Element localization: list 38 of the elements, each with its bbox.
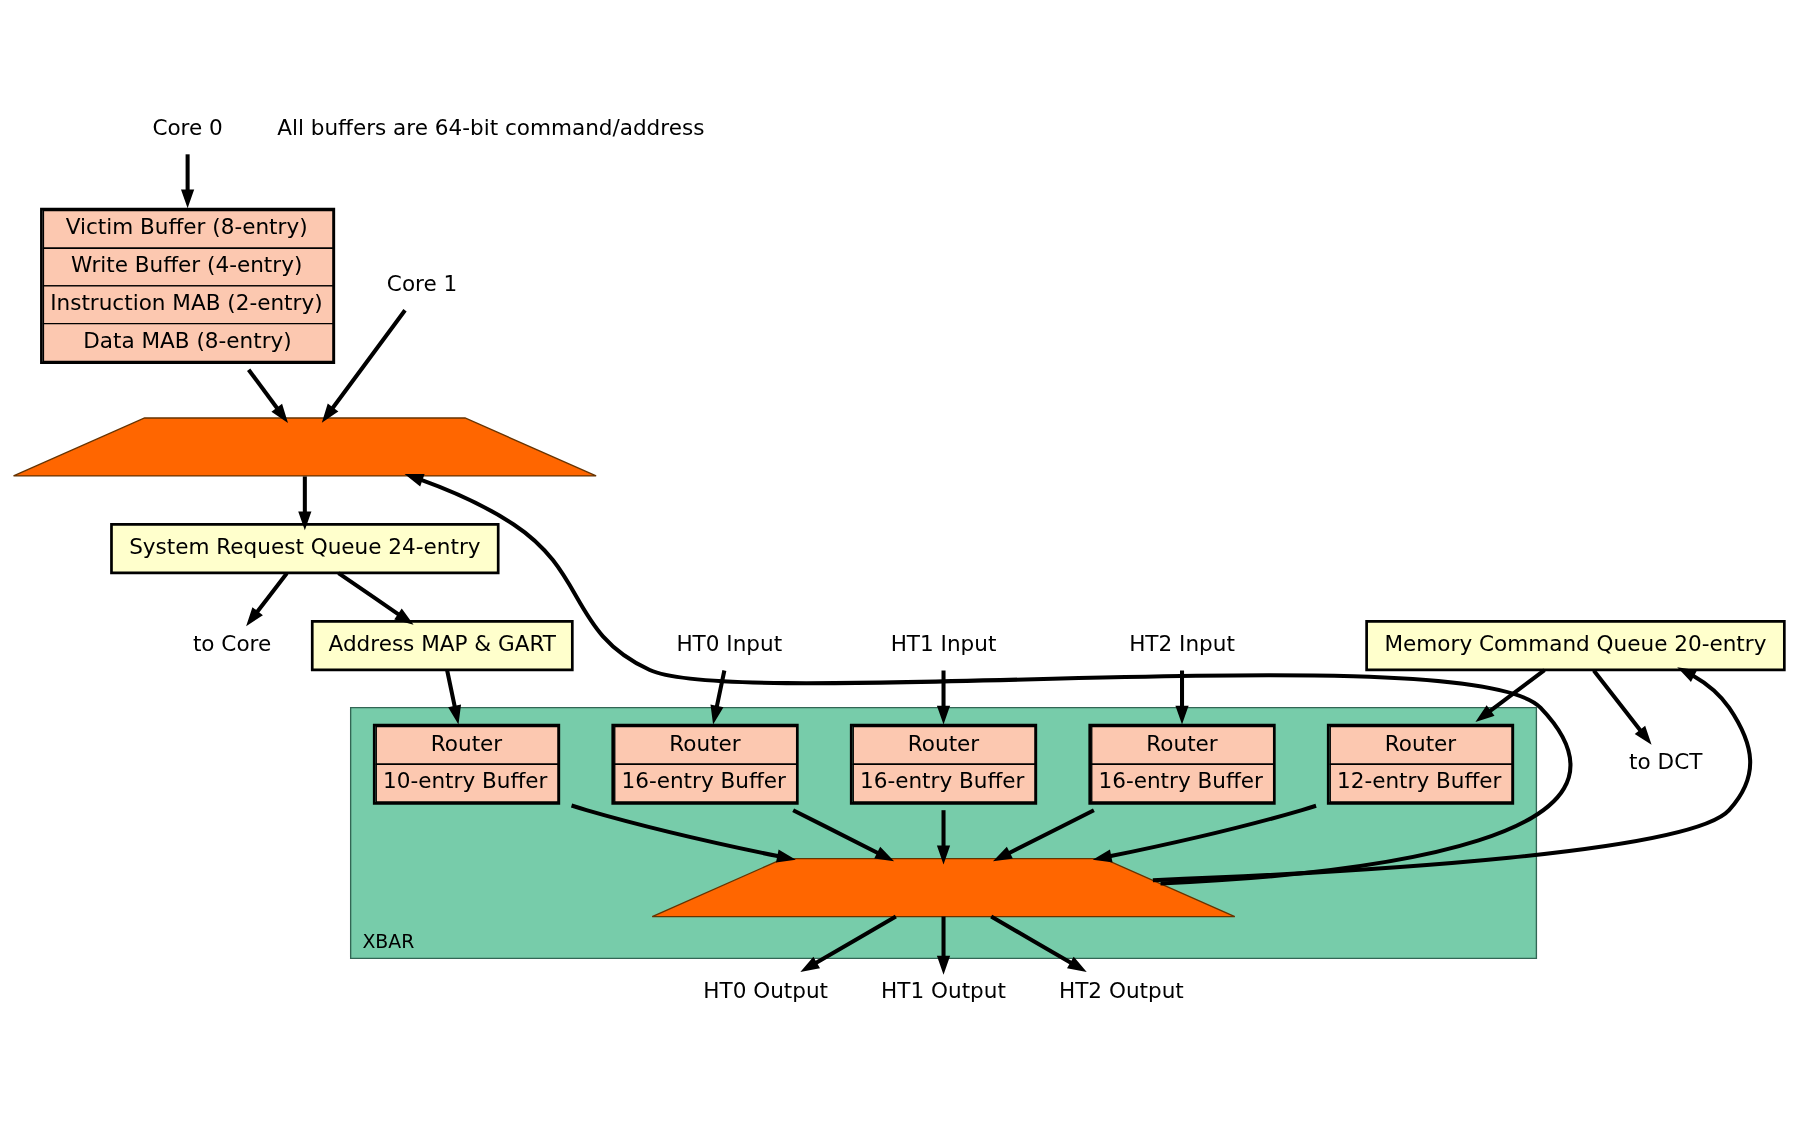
arrow	[181, 153, 195, 208]
node-box: System Request Queue 24-entry	[110, 522, 500, 574]
arrow	[792, 807, 895, 861]
arrow	[1475, 668, 1546, 722]
node-text: to Core	[192, 630, 272, 656]
node-text: HT2 Output	[1059, 977, 1184, 1003]
node-trapezoid	[651, 857, 1236, 917]
node-text: Core 0	[152, 114, 223, 140]
arrow	[1175, 670, 1189, 725]
arrow	[936, 670, 951, 725]
arrow	[445, 669, 462, 724]
node-box: Memory Command Queue 20-entry	[1365, 619, 1786, 671]
arrow	[1092, 803, 1317, 862]
arrow	[247, 368, 288, 423]
arrow	[404, 473, 1572, 886]
node-text: HT1 Input	[890, 630, 997, 656]
label: All buffers are 64-bit command/address	[277, 114, 705, 140]
arrow	[321, 308, 407, 423]
node-text: to DCT	[1629, 748, 1703, 774]
arrow	[992, 807, 1095, 861]
arrow	[1152, 666, 1753, 882]
node-text: HT2 Input	[1129, 630, 1235, 656]
node-text: HT1 Output	[881, 977, 1006, 1003]
arrow	[1592, 668, 1652, 745]
node-text: HT0 Input	[676, 630, 783, 656]
node-trapezoid	[12, 416, 597, 477]
arrow	[337, 570, 414, 625]
arrow	[936, 809, 951, 864]
arrow	[990, 914, 1087, 972]
node-text: Core 1	[386, 270, 458, 296]
arrow	[570, 803, 796, 862]
node-box: Address MAP & GART	[310, 619, 574, 671]
arrow	[710, 669, 727, 724]
arrow	[936, 916, 951, 975]
arrow	[298, 475, 312, 530]
arrow	[246, 571, 289, 626]
arrow	[800, 914, 897, 972]
node-text: HT0 Output	[703, 977, 829, 1003]
